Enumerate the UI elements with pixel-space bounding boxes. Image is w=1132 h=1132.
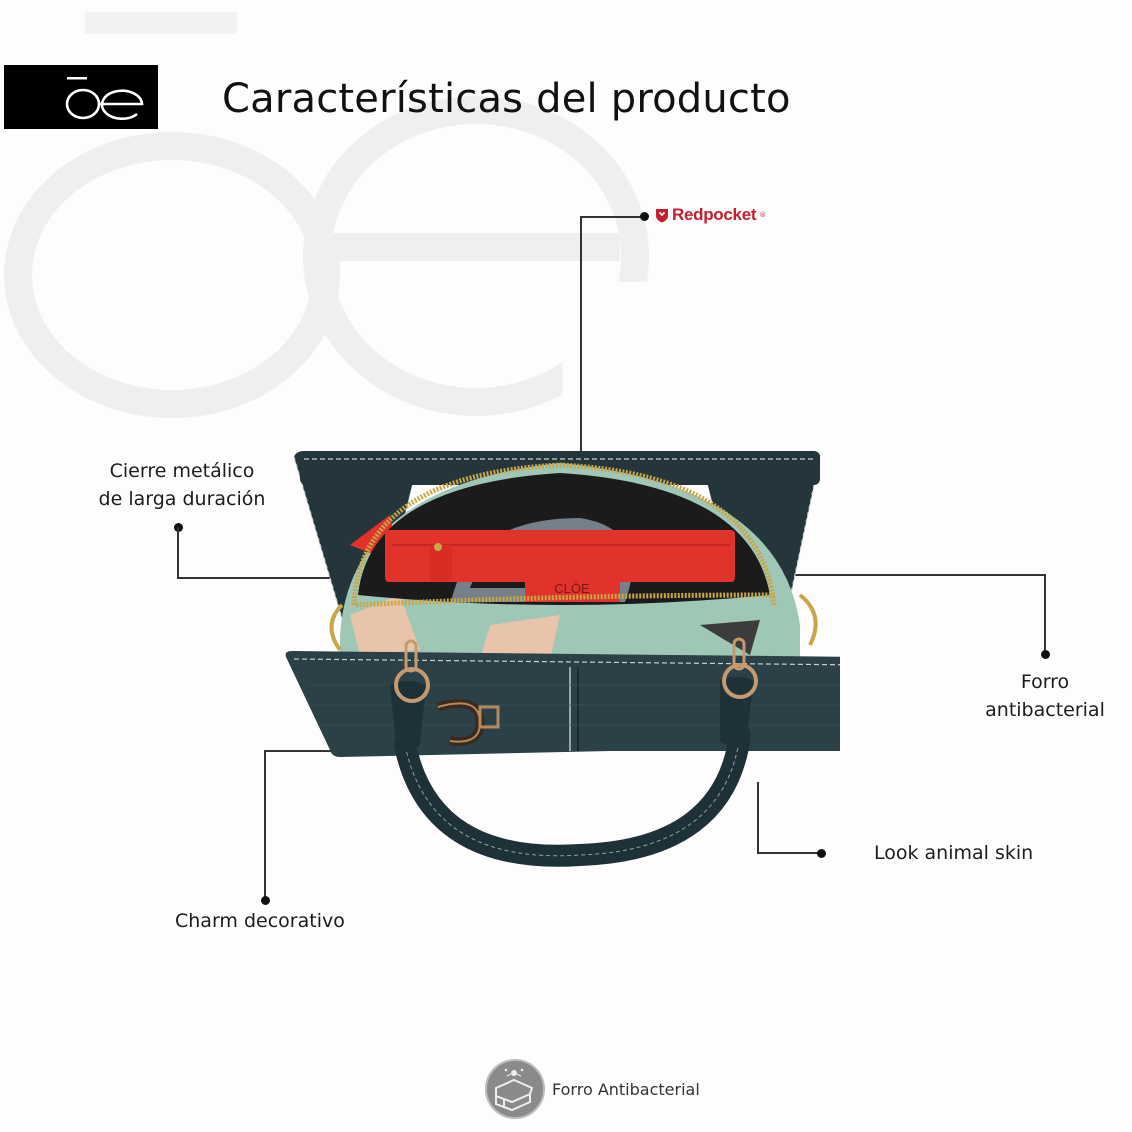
watermark-bar xyxy=(85,12,237,34)
redpocket-dot xyxy=(640,212,649,221)
cierre-label-line2: de larga duración xyxy=(98,488,266,510)
redpocket-leader-vertical xyxy=(580,216,582,554)
forro-label-line1: Forro xyxy=(1020,671,1070,693)
look-leader-vertical xyxy=(757,782,759,854)
cierre-label: Cierre metálico de larga duración xyxy=(92,457,272,513)
look-leader-horizontal xyxy=(757,852,821,854)
oe-logo-icon xyxy=(65,77,144,120)
cierre-leader-vertical xyxy=(177,527,179,579)
brand-logo xyxy=(4,65,158,129)
forro-dot xyxy=(1041,650,1050,659)
charm-label: Charm decorativo xyxy=(175,910,345,932)
redpocket-label: Redpocket xyxy=(672,205,757,224)
watermark-o xyxy=(4,132,340,418)
redpocket-shield-icon xyxy=(656,208,668,222)
cierre-leader-horizontal xyxy=(177,577,352,579)
charm-decorative xyxy=(436,699,500,747)
redpocket-brand: Redpocket ® xyxy=(655,205,766,225)
redpocket-leader-horizontal xyxy=(580,216,642,218)
look-label: Look animal skin xyxy=(874,842,1034,864)
forro-leader-vertical xyxy=(1044,574,1046,654)
forro-label: Forro antibacterial xyxy=(965,668,1125,724)
product-handbag-image: CLŌE xyxy=(285,451,840,867)
antibacterial-badge: Forro Antibacterial xyxy=(484,1058,700,1120)
charm-dot xyxy=(261,896,270,905)
page-title: Características del producto xyxy=(222,76,791,122)
look-dot xyxy=(817,849,826,858)
charm-leader-vertical xyxy=(264,750,266,900)
cierre-label-line1: Cierre metálico xyxy=(109,460,255,482)
forro-label-line2: antibacterial xyxy=(985,699,1105,721)
forro-leader-horizontal xyxy=(740,574,1046,576)
watermark-e-bar xyxy=(330,233,620,261)
antibacterial-badge-label: Forro Antibacterial xyxy=(552,1079,700,1099)
antibacterial-lining-icon xyxy=(485,1059,545,1119)
svg-text:CLŌE: CLŌE xyxy=(554,581,590,596)
charm-leader-horizontal xyxy=(264,750,396,752)
registered-mark: ® xyxy=(759,211,767,219)
